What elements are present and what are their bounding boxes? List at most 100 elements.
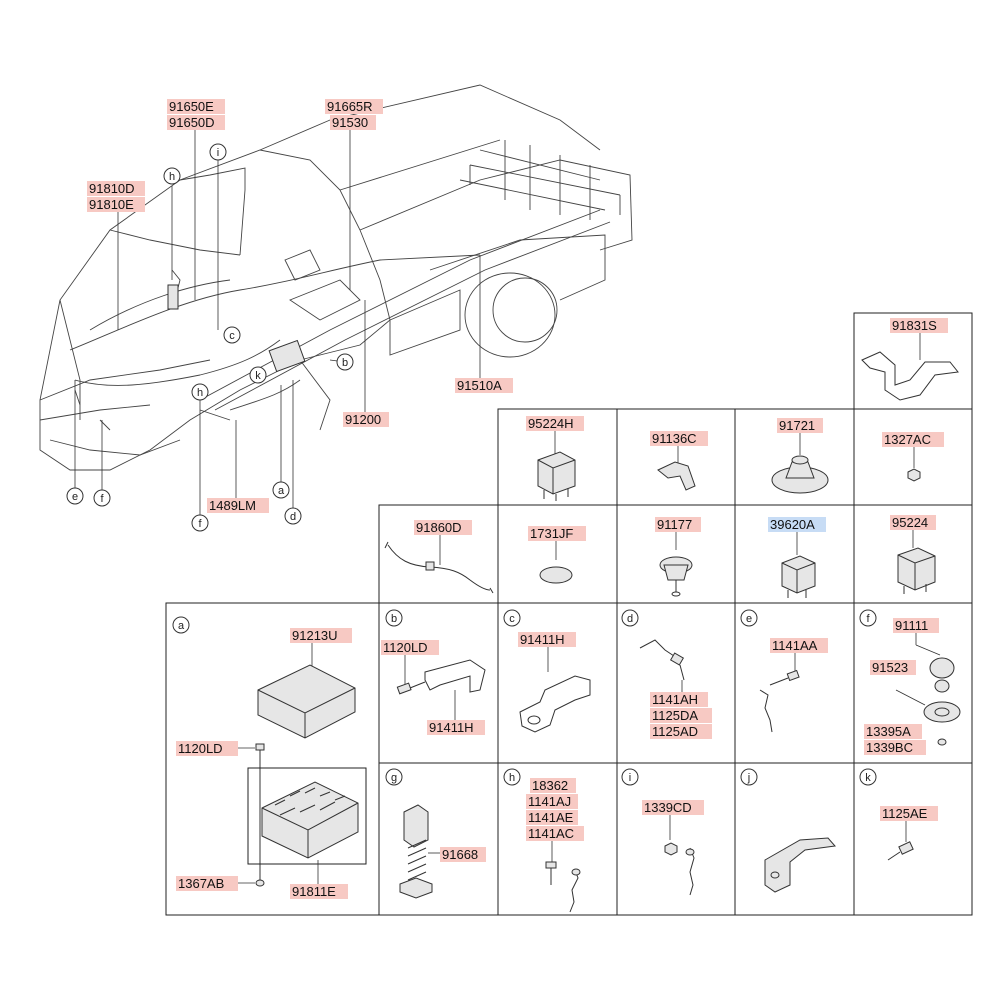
nut-icon (907, 468, 921, 482)
spring-clip-icon (399, 804, 433, 899)
bracket-icon-4 (764, 837, 836, 893)
label-95224h: 95224H (528, 416, 574, 431)
label-1141aj: 1141AJ (528, 794, 571, 809)
cell-1731jf: 1731JF (528, 526, 586, 584)
label-13395a: 13395A (866, 724, 911, 739)
bracket-icon-2 (424, 659, 486, 693)
label-91810e: 91810E (89, 197, 134, 212)
cell-d: d 1141AH 1125DA 1125AD (621, 609, 712, 739)
label-91530: 91530 (332, 115, 368, 130)
truck-leader-lines (74, 120, 481, 515)
cell-letter-k: k (865, 772, 871, 784)
label-1141ae: 1141AE (528, 810, 574, 825)
label-95224: 95224 (892, 515, 928, 530)
bracket-icon-3 (519, 675, 591, 733)
cell-k: k 1125AE (859, 768, 938, 861)
label-1141ac: 1141AC (528, 826, 574, 841)
cell-letter-b: b (391, 613, 397, 625)
truck-illustration (39, 84, 633, 471)
label-91200: 91200 (345, 412, 381, 427)
callout-c: c (229, 330, 235, 342)
cell-91831s: 91831S (861, 318, 959, 401)
label-1339bc: 1339BC (866, 740, 913, 755)
callout-a: a (278, 485, 285, 497)
label-91523: 91523 (872, 660, 908, 675)
detail-grid (165, 312, 973, 916)
label-91721: 91721 (779, 418, 815, 433)
washer-icon (923, 701, 961, 723)
grommet-icon-2 (659, 556, 693, 597)
cell-letter-h: h (509, 772, 515, 784)
cell-95224h: 95224H (526, 416, 584, 501)
label-91411h-c: 91411H (520, 632, 565, 647)
label-1489lm: 1489LM (209, 498, 256, 513)
cell-a: a 91213U 1120LD 1367AB 91811E (172, 616, 367, 899)
label-1125da: 1125DA (652, 708, 698, 723)
cell-91136c: 91136C (650, 431, 708, 491)
label-1141ah: 1141AH (652, 692, 698, 707)
relay-icon-2 (781, 555, 816, 598)
ground-cable-icon (639, 639, 681, 661)
label-91213u: 91213U (292, 628, 338, 643)
label-91810d: 91810D (89, 181, 135, 196)
callout-f2: f (198, 518, 202, 530)
cell-h: h 18362 1141AJ 1141AE 1141AC (503, 768, 584, 913)
cell-e: e 1141AA (740, 609, 828, 733)
callout-h2: h (197, 387, 203, 399)
callout-e: e (72, 491, 78, 503)
label-91650d: 91650D (169, 115, 215, 130)
fuse-box-cover-icon (257, 664, 356, 739)
callout-k: k (255, 370, 261, 382)
label-91136c: 91136C (652, 431, 697, 446)
grommet-icon-3 (929, 657, 955, 693)
label-1120ld-b: 1120LD (383, 640, 428, 655)
label-91668: 91668 (442, 847, 478, 862)
cell-91860d: 91860D (384, 520, 494, 594)
label-91111: 91111 (895, 618, 928, 633)
cell-letter-e: e (746, 613, 752, 625)
truck-callouts: h i c b k h e f f a d (66, 143, 354, 532)
label-91665r: 91665R (327, 99, 373, 114)
cell-i: i 1339CD (621, 768, 704, 896)
harness-icon (387, 544, 491, 591)
cell-letter-j: j (747, 772, 750, 784)
cell-letter-c: c (509, 613, 515, 625)
plug-icon (539, 566, 573, 584)
cell-letter-f: f (866, 613, 870, 625)
cell-39620a: 39620A (768, 517, 826, 598)
callout-d: d (290, 511, 296, 523)
cell-91721: 91721 (771, 418, 829, 494)
label-1125ad: 1125AD (652, 724, 698, 739)
label-91811e: 91811E (292, 884, 336, 899)
callout-b: b (342, 357, 348, 369)
label-1120ld-a: 1120LD (178, 741, 223, 756)
bolt-icon (255, 743, 265, 880)
cell-95224: 95224 (890, 515, 936, 594)
bolt-icon-3 (769, 669, 800, 686)
grommet-icon (771, 455, 829, 494)
label-91411h-b: 91411H (429, 720, 474, 735)
label-1731jf: 1731JF (530, 526, 573, 541)
callout-f: f (100, 493, 104, 505)
cell-j: j (740, 768, 836, 893)
fuse-box-icon (261, 781, 359, 859)
cell-letter-d: d (627, 613, 633, 625)
label-39620a: 39620A (770, 517, 815, 532)
label-1339cd: 1339CD (644, 800, 692, 815)
label-1327ac: 1327AC (884, 432, 931, 447)
callout-i: i (217, 147, 219, 159)
bracket-icon (861, 351, 959, 401)
ground-cable-icon-2 (759, 689, 773, 733)
bolt-icon-2 (396, 681, 426, 695)
label-91510a: 91510A (457, 378, 502, 393)
cell-91177: 91177 (655, 517, 701, 597)
cell-letter-i: i (629, 772, 631, 784)
label-1141aa: 1141AA (772, 638, 818, 653)
label-91831s: 91831S (892, 318, 937, 333)
nut-icon-2 (664, 842, 678, 856)
cell-g: g 91668 (385, 768, 486, 899)
label-91860d: 91860D (416, 520, 462, 535)
label-91650e: 91650E (169, 99, 214, 114)
